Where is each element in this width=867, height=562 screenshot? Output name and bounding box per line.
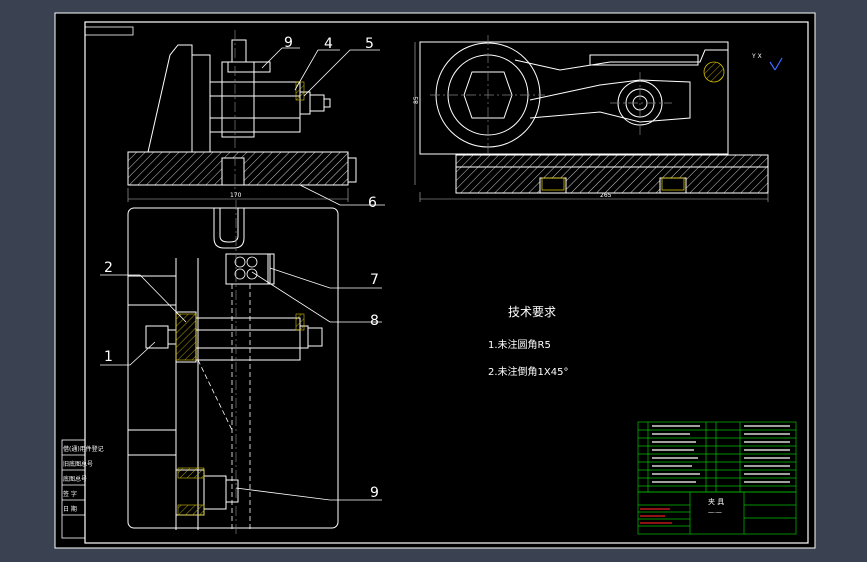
ucs-icon (769, 57, 783, 71)
title-block-red-marks (640, 508, 672, 524)
balloon-9-top: 9 (284, 35, 293, 51)
dimension-170 (127, 188, 349, 202)
balloon-1: 1 (104, 349, 113, 365)
ucs-label: Y X (751, 53, 762, 60)
notes-item-1: 1.未注圆角R5 (488, 338, 551, 351)
title-block-name: 夹 具 (708, 497, 724, 506)
inner-border (84, 21, 809, 544)
dimension-265-text: 265 (600, 192, 612, 199)
balloon-6: 6 (368, 195, 377, 211)
balloon-2: 2 (104, 260, 113, 276)
dimension-85-text: 85 (413, 96, 420, 104)
top-view-yellow-part-1 (175, 313, 197, 361)
left-strip-cell: 借(通)用件登记 (63, 445, 104, 453)
left-strip-cell: 底图总号 (63, 475, 87, 483)
notes-title: 技术要求 (508, 305, 556, 319)
top-view (127, 207, 339, 530)
top-view-hidden-lines (197, 284, 251, 530)
top-view-yellow-part-4 (177, 504, 205, 516)
dimension-170-text: 170 (230, 192, 242, 199)
side-view-bolt-left (541, 177, 565, 191)
top-left-tag (84, 26, 134, 36)
dimension-265 (414, 42, 769, 202)
notes-item-2: 2.未注倒角1X45° (488, 365, 568, 378)
top-view-yellow-part-3 (177, 467, 205, 479)
left-strip-cell: 日 期 (63, 505, 77, 513)
balloon-5: 5 (365, 36, 374, 52)
front-view (127, 39, 357, 186)
balloon-4: 4 (324, 36, 333, 52)
left-strip-cell: 旧底图总号 (63, 460, 93, 468)
drawing-sheet (54, 12, 816, 549)
title-block (637, 491, 797, 535)
left-strip-cell: 签 字 (63, 490, 77, 498)
side-view-yellow-detail (703, 61, 725, 83)
top-view-small-circles (234, 256, 258, 280)
parts-list-entries (652, 425, 790, 483)
leader-lines (100, 47, 385, 501)
balloon-9-bottom: 9 (370, 485, 379, 501)
side-view-bolt-right (661, 177, 685, 191)
title-block-code: 一·一 (708, 510, 722, 517)
top-view-yellow-part-2 (295, 313, 305, 331)
balloon-7: 7 (370, 272, 379, 288)
side-view-centerlines (430, 35, 672, 155)
left-strip (61, 439, 86, 539)
front-view-yellow-part (295, 81, 305, 101)
balloon-8: 8 (370, 313, 379, 329)
